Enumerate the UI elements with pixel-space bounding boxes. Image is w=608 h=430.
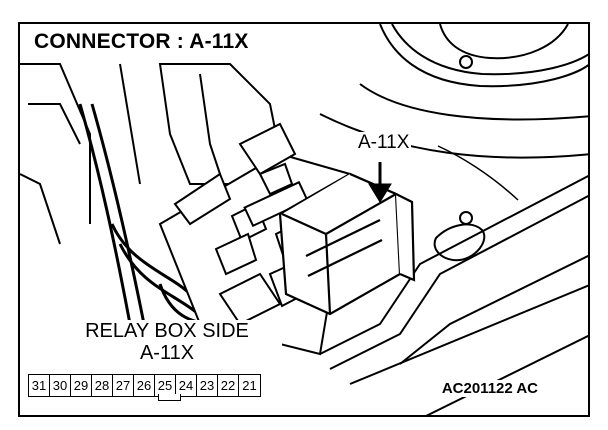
connector-pin: 30	[50, 375, 71, 396]
connector-pin: 23	[197, 375, 218, 396]
connector-pin: 31	[29, 375, 50, 396]
relay-box-side-line1: RELAY BOX SIDE	[85, 320, 249, 342]
connector-callout-label: A-11X	[356, 132, 412, 154]
engine-bay-illustration	[20, 24, 588, 415]
connector-pin: 21	[242, 378, 257, 393]
relay-box-side-line2: A-11X	[139, 342, 195, 364]
connector-pin: 29	[71, 375, 92, 396]
connector-pin: 24	[176, 375, 197, 396]
left-bracket-drawing	[20, 63, 282, 245]
figure-code: AC201122 AC	[439, 380, 540, 397]
leader-line-drawing	[437, 145, 519, 201]
diagram-frame: CONNECTOR : A-11X A-11X RELAY BOX SIDE A…	[18, 22, 590, 417]
connector-pin: 28	[92, 375, 113, 396]
connector-title: CONNECTOR : A-11X	[32, 30, 251, 54]
connector-key-tab	[158, 394, 181, 401]
connector-pin: 25	[155, 375, 176, 396]
connector-pin: 26	[134, 375, 155, 396]
connector-pin: 27	[113, 375, 134, 396]
body-panel-drawing	[319, 174, 588, 415]
connector-pin: 22	[218, 375, 239, 396]
round-housing-drawing	[319, 24, 588, 159]
callout-arrow	[368, 162, 392, 203]
connector-a11x-drawing	[278, 172, 416, 316]
relay-box-side-label: RELAY BOX SIDE A-11X	[52, 320, 282, 364]
